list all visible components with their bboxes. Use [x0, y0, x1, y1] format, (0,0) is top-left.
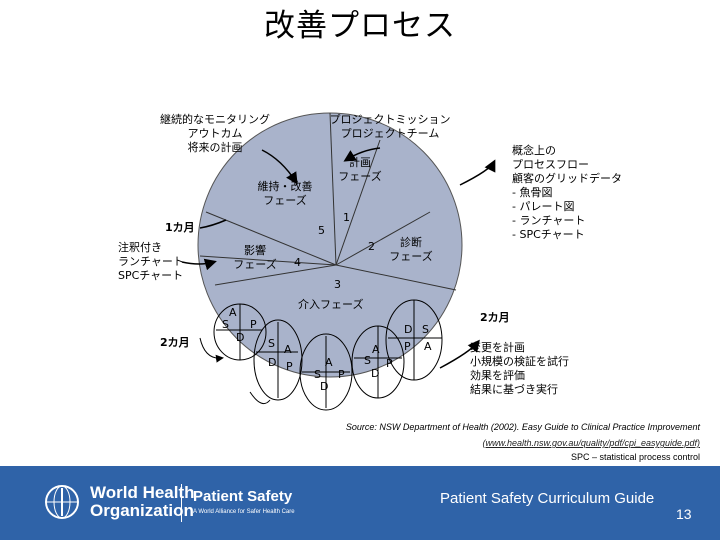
pdsa-3-a: A	[325, 356, 333, 369]
pdsa-2-a: A	[284, 343, 292, 356]
page-title: 改善プロセス	[264, 8, 456, 44]
pdsa-1-d: D	[236, 331, 245, 344]
pdsa-4-p: P	[386, 357, 393, 370]
monitoring-arrow	[261, 149, 298, 185]
pdsa-3-p: P	[338, 368, 345, 381]
one-month-arrow	[199, 219, 227, 229]
pdsa-4-s: S	[364, 354, 371, 367]
pdsa-5-p: P	[404, 340, 411, 353]
patient-safety-subtitle: A World Alliance for Safer Health Care	[193, 509, 295, 515]
pdsa-3-s: S	[314, 368, 321, 381]
pdsa-1-a: A	[229, 306, 237, 319]
phase-number-5: 5	[318, 224, 325, 237]
source-link[interactable]: (www.health.nsw.gov.au/quality/pdf/cpi_e…	[482, 438, 700, 448]
intervention-phase-label: 介入フェーズ	[298, 298, 364, 311]
concept-label: 概念上のプロセスフロー顧客のグリッドデータ - 魚骨図- パレート図- ランチャ…	[512, 144, 622, 241]
project-label: プロジェクトミッションプロジェクトチーム	[329, 113, 451, 140]
curriculum-guide-label: Patient Safety Curriculum Guide	[440, 490, 655, 507]
pdsa-1-s: S	[222, 318, 229, 331]
patient-safety-title: Patient Safety	[193, 488, 293, 505]
pdsa-cycles	[213, 299, 443, 411]
two-months-right-arrow	[439, 339, 480, 369]
phase-number-4: 4	[294, 256, 301, 269]
improvement-process-diagram	[181, 112, 496, 411]
change-steps-label: 変更を計画小規模の検証を試行 効果を評価結果に基づき実行	[470, 341, 569, 396]
planning-phase-label: 計画フェーズ	[338, 156, 382, 183]
two-months-right-label: 2カ月	[480, 311, 510, 324]
pdsa-5-s: S	[422, 323, 429, 336]
phase-number-3: 3	[334, 278, 341, 291]
page-number: 13	[676, 506, 692, 522]
monitoring-label: 継続的なモニタリングアウトカム将来の計画	[160, 113, 270, 154]
pdsa-2-p: P	[286, 360, 293, 373]
pdsa-2-d: D	[268, 356, 277, 369]
who-emblem-icon	[45, 485, 79, 519]
phase-number-1: 1	[343, 211, 350, 224]
source-citation: Source: NSW Department of Health (2002).…	[345, 422, 700, 432]
pdsa-2-s: S	[268, 337, 275, 350]
pdsa-5-a: A	[424, 340, 432, 353]
pdsa-cycle-3	[299, 333, 353, 411]
phase-number-2: 2	[368, 240, 375, 253]
annotated-arrow	[181, 258, 217, 271]
two-months-left-label: 2カ月	[160, 336, 190, 349]
spc-note: SPC – statistical process control	[570, 452, 700, 462]
pdsa-cycle-2	[253, 319, 303, 401]
project-arrow	[343, 147, 381, 162]
phase-dividers	[199, 112, 457, 291]
concept-arrow	[459, 159, 496, 186]
pdsa-4-d: D	[371, 367, 380, 380]
pdsa-4-a: A	[372, 343, 380, 356]
one-month-label: 1カ月	[165, 221, 195, 234]
footer-divider	[181, 484, 182, 522]
pdsa-1-p: P	[250, 318, 257, 331]
pdsa-3-d: D	[320, 380, 329, 393]
pdsa-5-d: D	[404, 323, 413, 336]
impact-phase-label: 影響フェーズ	[233, 244, 277, 271]
diagnosis-phase-label: 診断フェーズ	[389, 236, 433, 263]
maintenance-phase-label: 維持・改善フェーズ	[257, 180, 313, 207]
